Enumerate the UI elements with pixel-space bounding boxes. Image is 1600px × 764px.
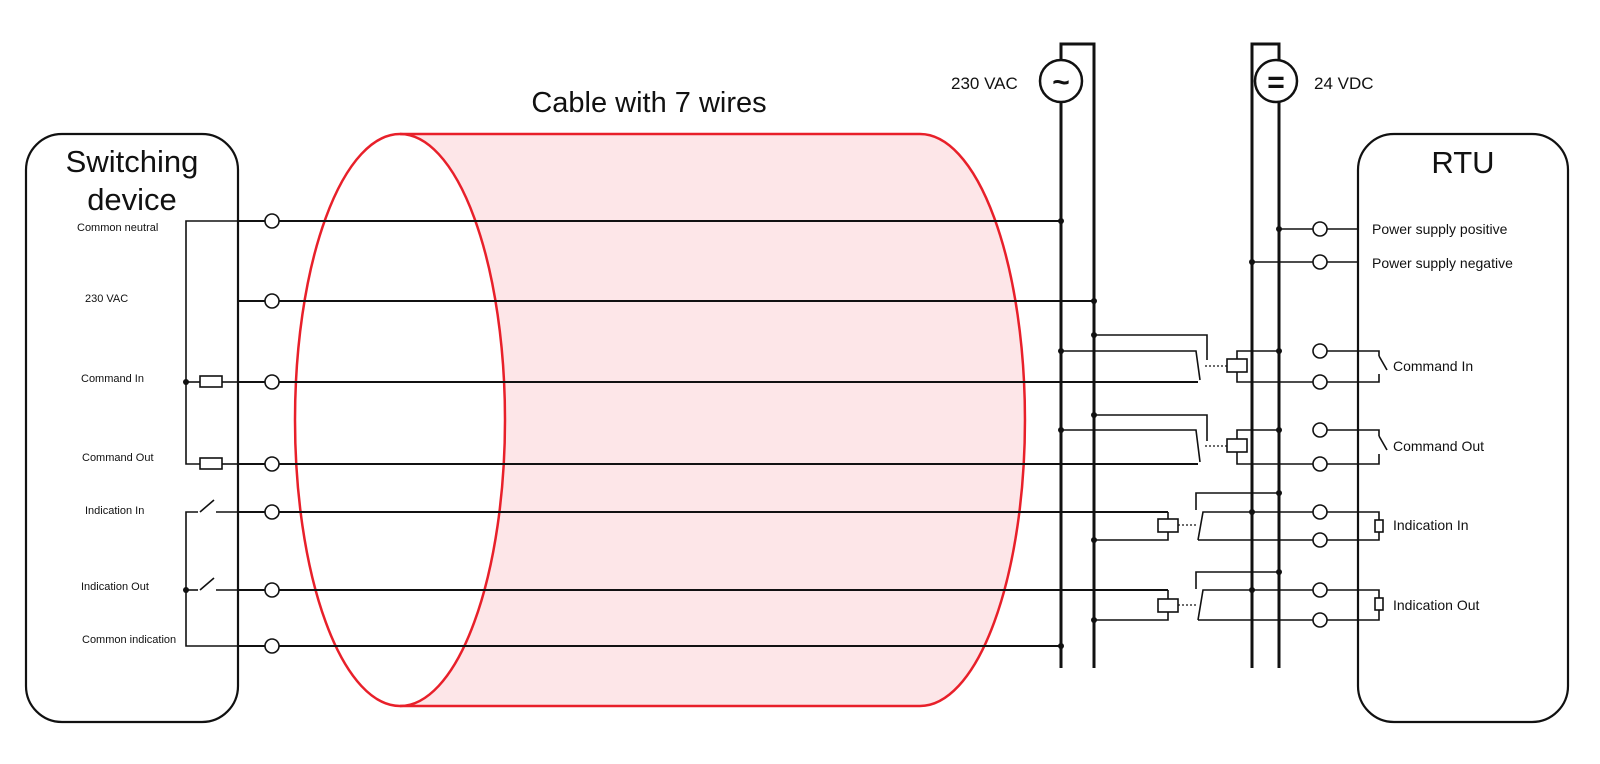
coil-icon — [199, 375, 223, 388]
cable-label: Cable with 7 wires — [531, 87, 766, 119]
sd-port-label: 230 VAC — [85, 293, 128, 305]
switch-contact-icon — [1378, 435, 1388, 451]
rtu-terminals — [1312, 221, 1328, 628]
switching-device-box — [24, 132, 240, 724]
dc-supply-label: 24 VDC — [1314, 74, 1374, 93]
terminal-icon — [264, 374, 280, 390]
terminal-icon — [1312, 221, 1328, 237]
terminal-icon — [1312, 254, 1328, 270]
terminal-icon — [1312, 582, 1328, 598]
rtu-port-label: Indication In — [1393, 517, 1469, 533]
indication-in-interface-relay — [1091, 490, 1320, 543]
sd-port-label: Indication Out — [81, 581, 149, 593]
relay-coil-icon — [1157, 598, 1179, 613]
terminal-icon — [1312, 422, 1328, 438]
input-resistor-icon — [1374, 519, 1384, 533]
cable-body — [400, 134, 1025, 706]
input-resistor-icon — [1374, 597, 1384, 611]
command-out-interface-relay — [1058, 412, 1320, 465]
ac-supply-rails — [1059, 42, 1096, 668]
command-in-interface-relay — [1058, 332, 1320, 383]
rtu-internal — [1320, 228, 1388, 621]
relay-coil-icon — [1226, 438, 1248, 453]
ac-source-icon — [1038, 58, 1084, 104]
ac-supply-label: 230 VAC — [951, 74, 1018, 93]
relay-coil-icon — [1226, 358, 1248, 373]
rtu-port-label: Command Out — [1393, 438, 1484, 454]
rtu-port-label: Power supply positive — [1372, 221, 1508, 237]
terminal-icon — [1312, 612, 1328, 628]
rtu-title: RTU — [1431, 145, 1494, 180]
terminal-icon — [264, 213, 280, 229]
rtu-port-label: Command In — [1393, 358, 1473, 374]
sd-port-label: Command In — [81, 373, 144, 385]
relay-coil-icon — [1157, 518, 1179, 533]
terminal-icon — [1312, 504, 1328, 520]
cable-front-face — [293, 132, 507, 708]
switch-contact-icon — [1378, 355, 1388, 371]
dc-supply-rails — [1250, 42, 1281, 668]
terminal-icon — [1312, 532, 1328, 548]
switching-device-title-2: device — [87, 182, 177, 217]
cable-wires — [238, 220, 1198, 647]
sd-port-label: Common indication — [82, 634, 176, 646]
sd-port-label: Common neutral — [77, 222, 158, 234]
terminal-icon — [1312, 456, 1328, 472]
terminal-icon — [264, 504, 280, 520]
switching-device-title: Switching — [66, 144, 199, 179]
terminal-icon — [264, 582, 280, 598]
dc-source-symbol: = — [1267, 66, 1285, 99]
ac-source-symbol: ~ — [1052, 66, 1070, 99]
switch-contact-icon — [199, 499, 215, 513]
rtu-box — [1356, 132, 1570, 724]
indication-out-interface-relay — [1091, 569, 1320, 623]
switching-device-internal — [183, 220, 238, 647]
rtu-power-feeds — [1249, 226, 1320, 265]
sd-port-label: Indication In — [85, 505, 144, 517]
coil-icon — [199, 457, 223, 470]
terminal-icon — [264, 456, 280, 472]
terminal-icon — [1312, 374, 1328, 390]
terminal-icon — [264, 293, 280, 309]
dc-source-icon — [1253, 58, 1299, 104]
rtu-port-label: Power supply negative — [1372, 255, 1513, 271]
cable-back-edge — [919, 132, 1027, 708]
sd-port-label: Command Out — [82, 452, 154, 464]
cable — [293, 132, 1027, 708]
switching-device-terminals — [264, 213, 280, 654]
rtu-port-label: Indication Out — [1393, 597, 1479, 613]
rail-junctions — [1058, 218, 1097, 649]
terminal-icon — [1312, 343, 1328, 359]
terminal-icon — [264, 638, 280, 654]
switch-contact-icon — [199, 577, 215, 591]
